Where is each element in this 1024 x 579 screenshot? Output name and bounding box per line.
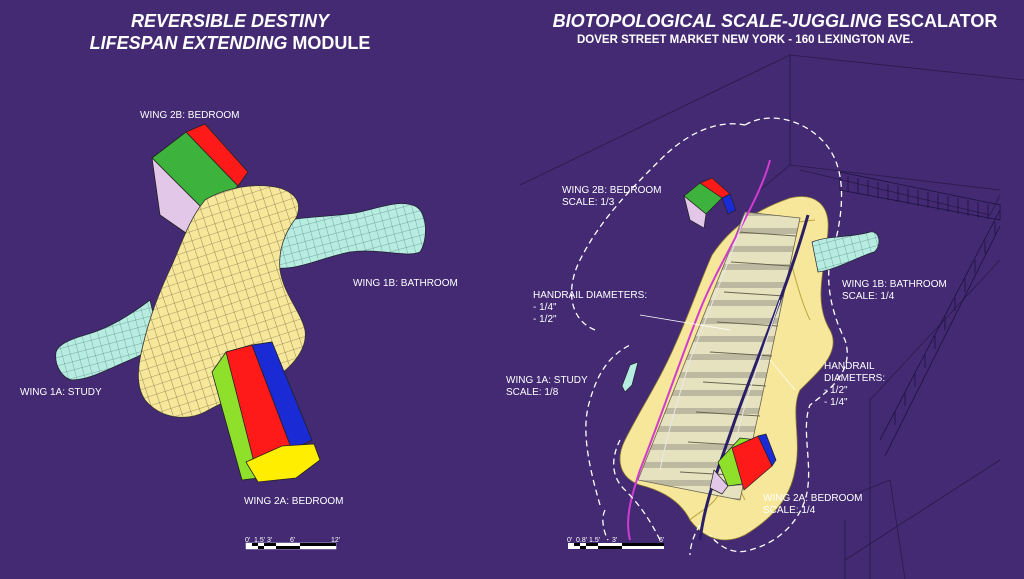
left-module <box>55 123 426 483</box>
label-left-wing-2a: WING 2A: BEDROOM <box>244 496 344 507</box>
wing-1b-small <box>811 231 880 273</box>
label-left-wing-2b: WING 2B: BEDROOM <box>140 110 240 121</box>
right-subtitle: DOVER STREET MARKET NEW YORK - 160 LEXIN… <box>577 34 914 46</box>
right-scale-tick-3: 3' <box>612 537 618 544</box>
wing-2a-small <box>709 433 777 495</box>
wing-1a-shape <box>55 299 161 381</box>
label-right-wing-2b: WING 2B: BEDROOM SCALE: 1/3 <box>562 185 661 209</box>
room-wireframe <box>519 54 1024 579</box>
label-left-wing-1b: WING 1B: BATHROOM <box>353 278 458 289</box>
right-scale-tick-4: 6' <box>659 537 665 544</box>
wing-2a-shape <box>211 341 321 483</box>
label-right-wing-2a-name: WING 2A: BEDROOM <box>763 493 863 504</box>
right-scale-tick-2: 1.5' <box>589 537 601 544</box>
leader-lines <box>639 314 796 391</box>
label-left-wing-1a: WING 1A: STUDY <box>20 387 102 398</box>
handrail-right-title2: DIAMETERS: <box>824 373 886 384</box>
right-scale-tick-1: 0.8' <box>576 537 588 544</box>
label-right-wing-2b-name: WING 2B: BEDROOM <box>562 185 662 196</box>
left-scale-tick-4: 12' <box>331 537 341 544</box>
handrail-right-2: - 1/4" <box>824 397 848 408</box>
wing-1a-small <box>621 361 639 393</box>
label-right-wing-1a: WING 1A: STUDY SCALE: 1/8 <box>506 375 588 399</box>
right-title-italic: BIOTOPOLOGICAL SCALE-JUGGLING <box>552 11 882 31</box>
label-right-wing-2b-scale: SCALE: 1/3 <box>562 197 615 208</box>
left-scale-tick-1: 1.5' <box>254 537 266 544</box>
handrail-left-2: - 1/2" <box>533 314 557 325</box>
label-right-wing-1a-name: WING 1A: STUDY <box>506 375 588 386</box>
handrail-left-title: HANDRAIL DIAMETERS: <box>533 290 648 301</box>
wing-1b-shape <box>267 203 426 269</box>
label-right-wing-1b: WING 1B: BATHROOM SCALE: 1/4 <box>842 279 947 303</box>
handrail-left-1: - 1/4" <box>533 302 557 313</box>
wing-2b-small <box>683 177 737 229</box>
label-right-wing-2a-scale: SCALE: 1/4 <box>763 505 816 516</box>
right-scale-bar <box>568 543 664 549</box>
right-title: BIOTOPOLOGICAL SCALE-JUGGLING ESCALATOR <box>530 10 1020 32</box>
label-right-wing-1a-scale: SCALE: 1/8 <box>506 387 559 398</box>
left-scale-tick-3: 6' <box>290 537 296 544</box>
left-title-italic: LIFESPAN EXTENDING <box>89 33 288 53</box>
label-handrail-right: HANDRAIL DIAMETERS: - 1/2" - 1/4" <box>824 361 885 409</box>
label-right-wing-1b-scale: SCALE: 1/4 <box>842 291 895 302</box>
left-scale-tick-2: 3' <box>267 537 273 544</box>
left-title: REVERSIBLE DESTINY LIFESPAN EXTENDING MO… <box>60 10 400 54</box>
left-scale-tick-0: 0' <box>245 537 251 544</box>
left-title-line1: REVERSIBLE DESTINY <box>130 11 330 31</box>
right-scale-tick-0: 0' <box>567 537 573 544</box>
handrail-right-1: - 1/2" <box>824 385 848 396</box>
left-title-rest: MODULE <box>287 33 371 53</box>
label-right-wing-1b-name: WING 1B: BATHROOM <box>842 279 947 290</box>
label-right-wing-2a: WING 2A: BEDROOM SCALE: 1/4 <box>763 493 862 517</box>
handrail-right-title1: HANDRAIL <box>824 361 875 372</box>
room-railing <box>839 171 1001 457</box>
dashed-envelope <box>570 117 848 556</box>
left-scale-bar <box>245 542 337 550</box>
label-handrail-left: HANDRAIL DIAMETERS: - 1/4" - 1/2" <box>533 290 647 326</box>
right-title-rest: ESCALATOR <box>882 11 998 31</box>
right-escalator <box>519 54 1024 579</box>
